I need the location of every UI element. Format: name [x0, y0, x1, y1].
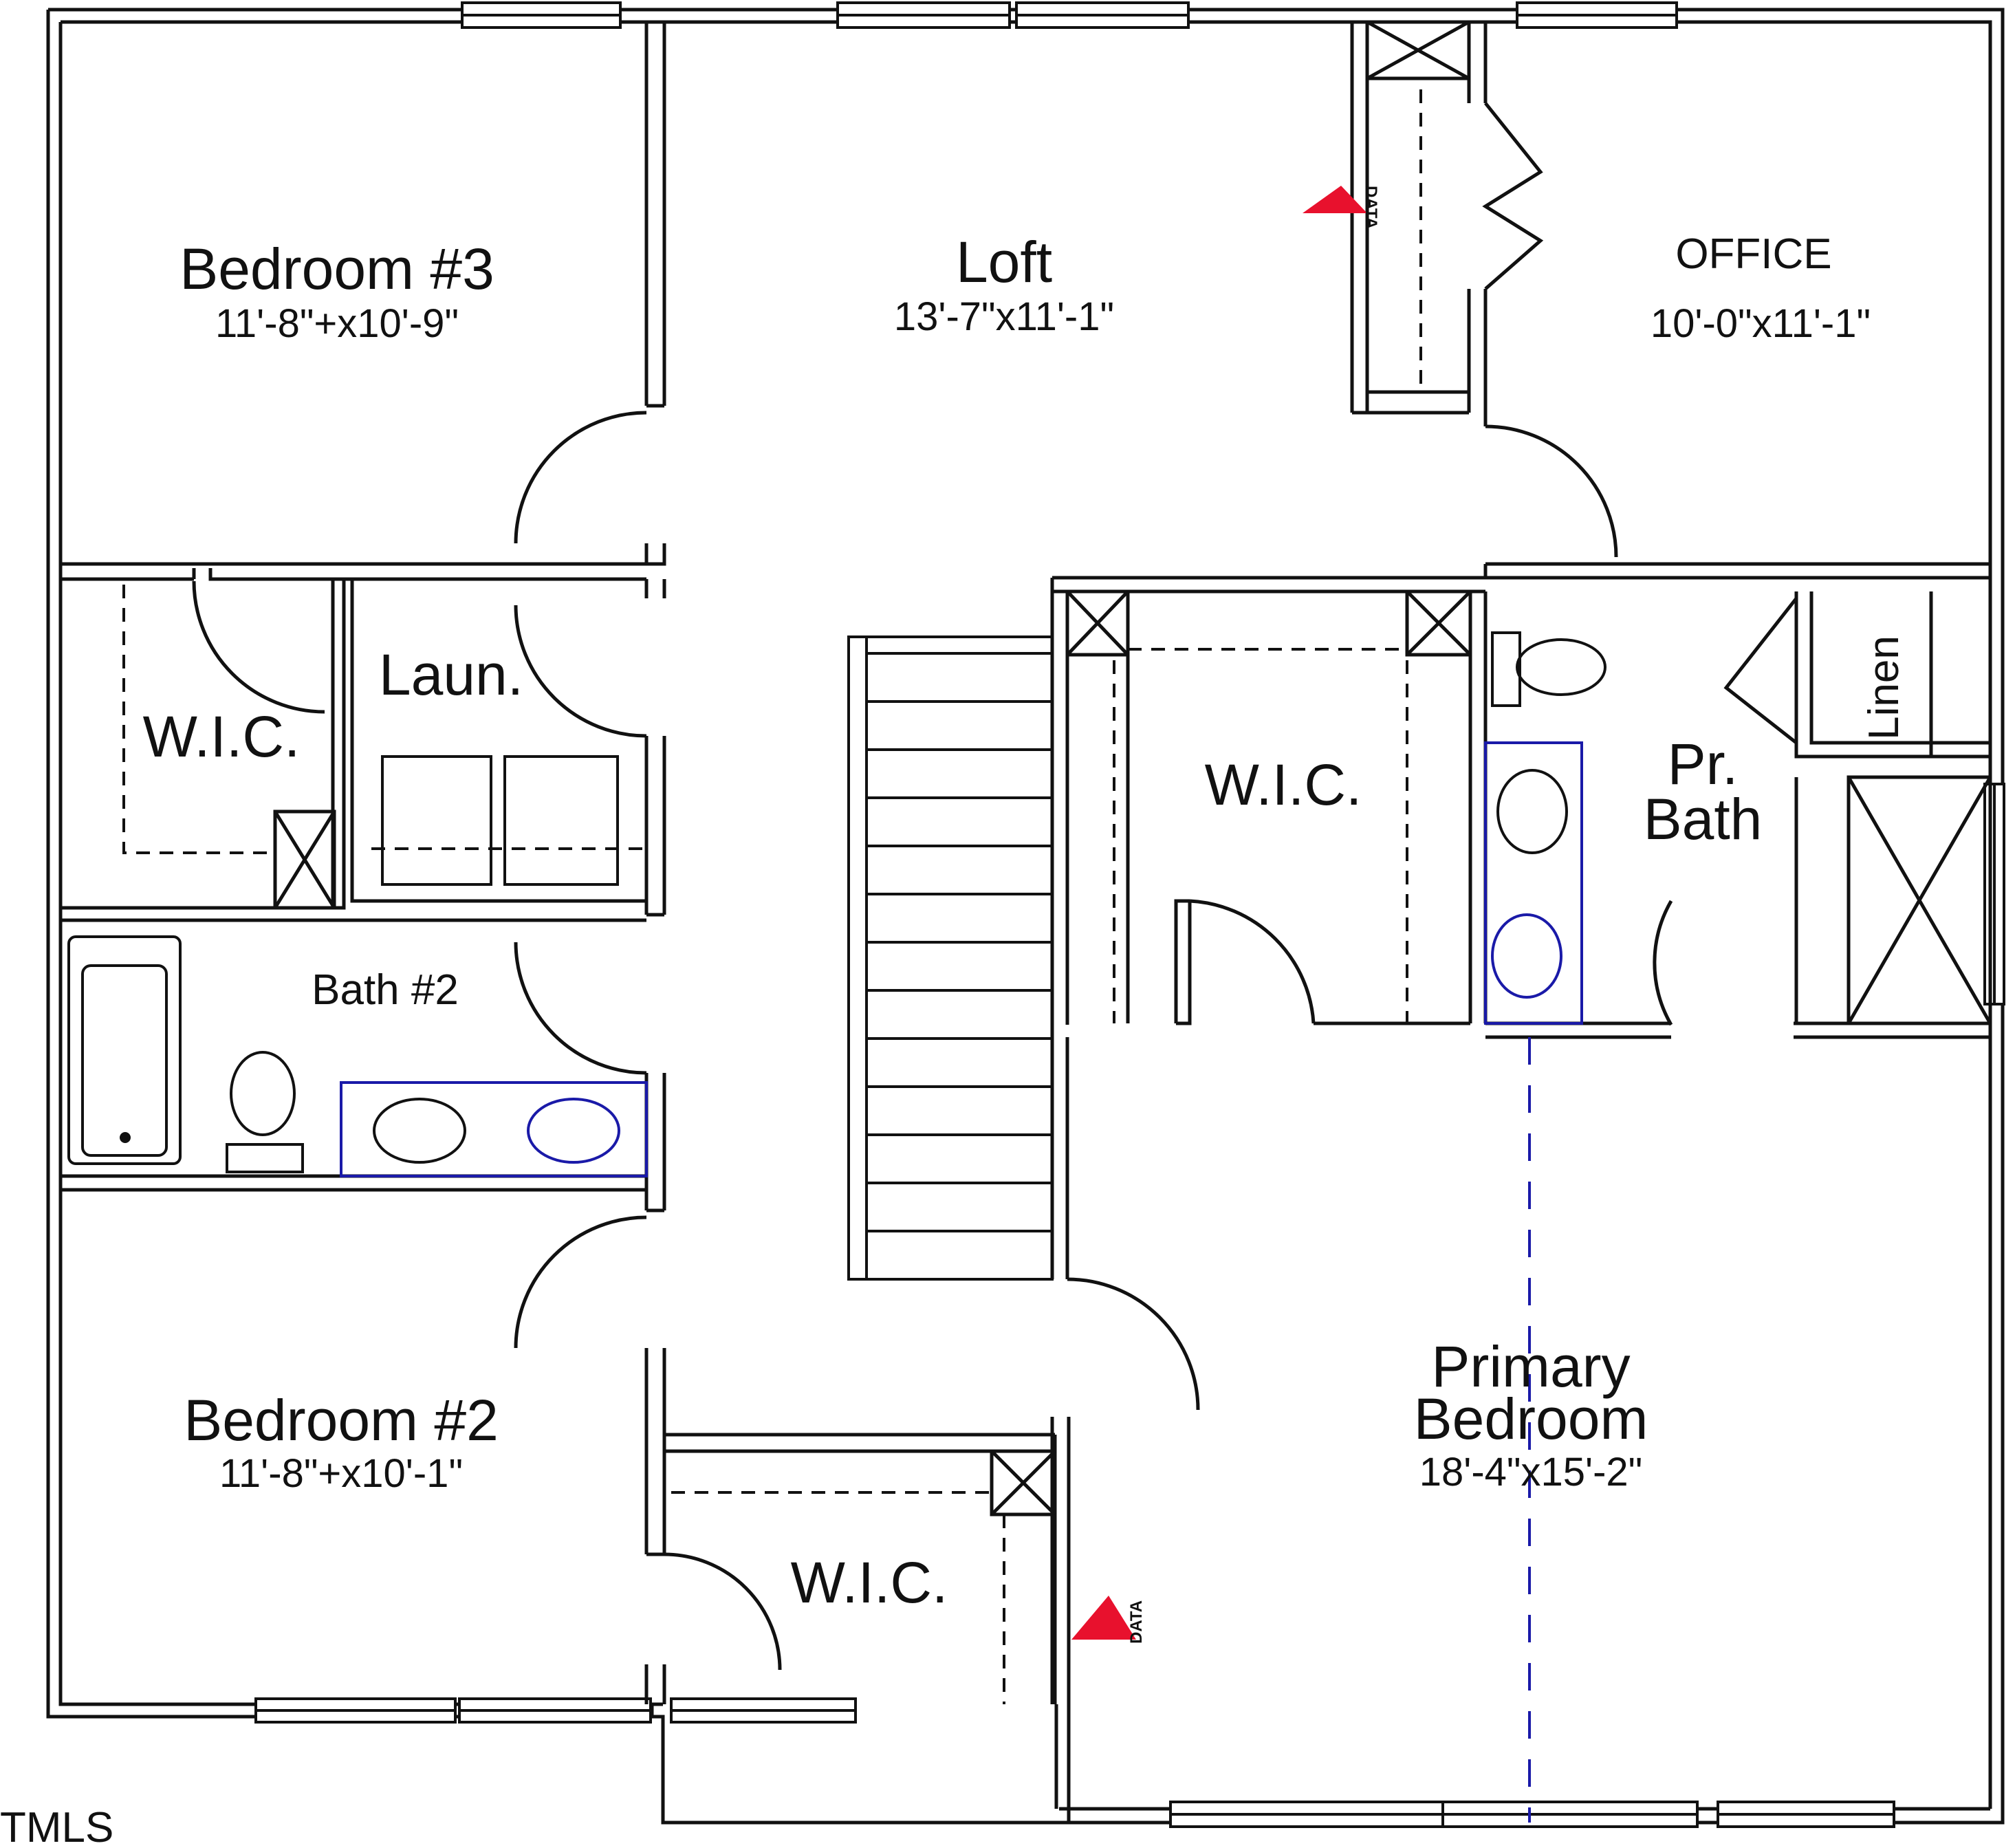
primary-bath-name-1: Pr. [1668, 732, 1739, 796]
linen-name: Linen [1860, 635, 1908, 740]
office-dim: 10'-0"x11'-1" [1651, 301, 1871, 346]
staircase [847, 635, 1054, 1281]
wic-primary-name: W.I.C. [1205, 752, 1362, 817]
watermark: TMLS [0, 1804, 113, 1848]
fixtures [67, 89, 1606, 1823]
data-marker-primary: DATA [1071, 1596, 1146, 1644]
bedroom2-name: Bedroom #2 [184, 1388, 499, 1453]
primary-bedroom-dim: 18'-4"x15'-2" [1419, 1450, 1643, 1494]
bath2-name: Bath #2 [312, 966, 459, 1014]
data-marker-label: DATA [1127, 1600, 1146, 1644]
wic-bottom-name: W.I.C. [791, 1550, 948, 1615]
loft-name: Loft [956, 230, 1052, 294]
bedroom3-name: Bedroom #3 [179, 237, 494, 301]
loft-dim: 13'-7"x11'-1" [894, 294, 1114, 339]
data-marker-loft: DATA [1303, 186, 1380, 229]
primary-bedroom-name-2: Bedroom [1414, 1387, 1648, 1451]
wic-left-name: W.I.C. [143, 704, 301, 769]
office-name: OFFICE [1675, 230, 1831, 278]
primary-bath-name-2: Bath [1644, 787, 1763, 851]
laundry-name: Laun. [379, 642, 523, 707]
data-marker-label: DATA [1362, 186, 1380, 229]
bedroom2-dim: 11'-8"+x10'-1" [219, 1451, 463, 1496]
interior-walls [58, 20, 1992, 1823]
room-labels: Bedroom #3 11'-8"+x10'-9" Loft 13'-7"x11… [143, 230, 1908, 1615]
bedroom3-dim: 11'-8"+x10'-9" [215, 301, 459, 346]
doors [192, 102, 1798, 1671]
primary-bedroom-name-1: Primary [1431, 1334, 1630, 1399]
windows [254, 1, 2005, 1828]
